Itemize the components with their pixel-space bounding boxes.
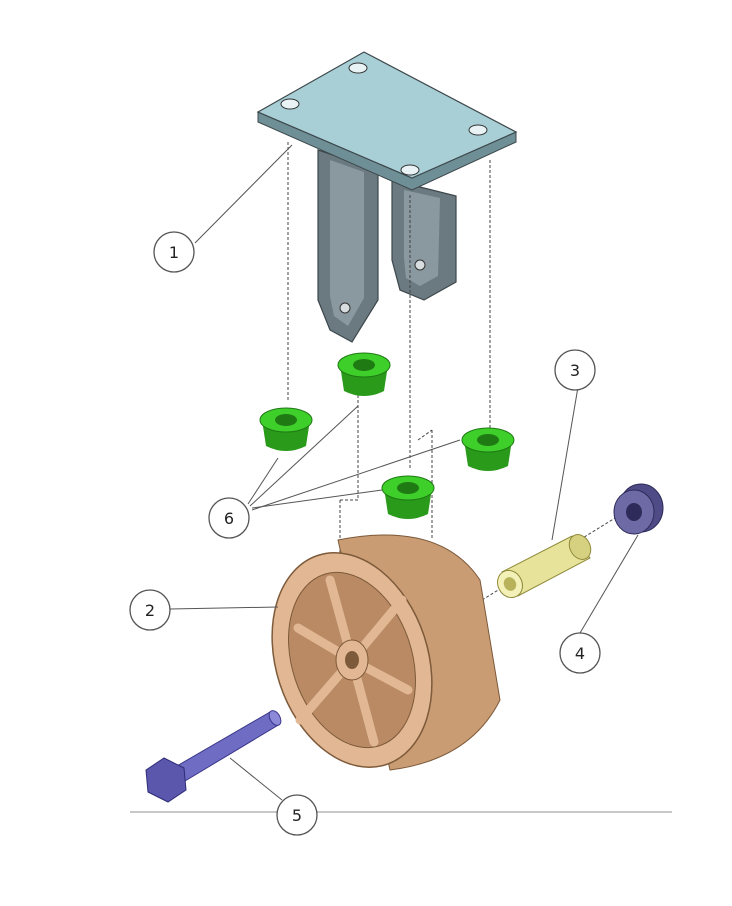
bushing	[461, 427, 515, 471]
bracket-leg-right-face	[404, 190, 440, 286]
bushings	[259, 352, 515, 519]
callout-3-label: 3	[570, 361, 580, 380]
leg-left-hole	[339, 302, 351, 314]
nut	[613, 483, 664, 535]
plate-hole	[400, 164, 420, 176]
callout-4-label: 4	[575, 644, 585, 663]
callout-4: 4	[559, 632, 601, 674]
bushing	[259, 407, 313, 451]
bushing	[337, 352, 391, 396]
axle-bolt	[145, 710, 282, 803]
callout-1-label: 1	[169, 243, 179, 262]
leg-right-hole	[414, 259, 426, 271]
plate-hole	[468, 124, 488, 136]
callout-6: 6	[208, 497, 250, 539]
bushing	[381, 475, 435, 519]
mounting-bracket	[256, 51, 518, 343]
plate-hole	[280, 98, 300, 110]
callout-5: 5	[276, 794, 318, 836]
wheel	[271, 534, 501, 771]
callout-3: 3	[554, 349, 596, 391]
callout-leaders	[169, 144, 639, 801]
bracket-leg-left-face	[330, 160, 364, 326]
spacer-sleeve	[497, 534, 592, 599]
plate-hole	[348, 62, 368, 74]
callout-1: 1	[153, 231, 195, 273]
callout-2: 2	[129, 589, 171, 631]
callout-6-label: 6	[224, 509, 234, 528]
callout-2-label: 2	[145, 601, 155, 620]
callout-5-label: 5	[292, 806, 302, 825]
bracket-plate-top	[256, 51, 518, 179]
